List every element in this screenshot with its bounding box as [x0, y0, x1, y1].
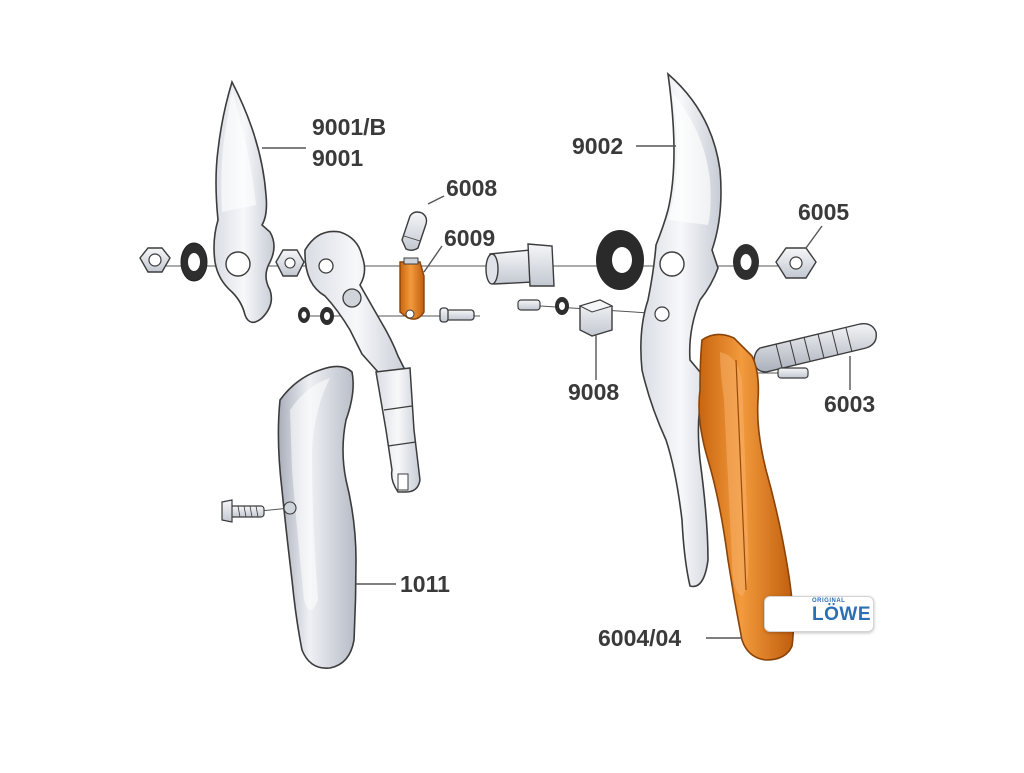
brand-tagline: ORIGINAL	[812, 598, 846, 604]
leader-lines	[262, 145, 851, 639]
small-washer-left	[298, 307, 334, 325]
stop-screw	[517, 297, 569, 315]
label-6003: 6003	[824, 391, 875, 417]
brand-logo-badge	[764, 596, 874, 632]
spring-pin-6008	[401, 211, 428, 251]
spring-screw	[777, 367, 809, 379]
nut-6005	[775, 247, 817, 279]
label-9001b: 9001/B	[312, 114, 386, 140]
label-9002: 9002	[572, 133, 623, 159]
label-9008: 9008	[568, 379, 619, 405]
catch-screw	[439, 307, 475, 323]
left-washer	[180, 242, 208, 282]
handle-cover-1011	[277, 365, 357, 669]
label-9001: 9001	[312, 145, 363, 171]
orange-handle-6004-04	[698, 333, 795, 661]
large-washer	[596, 230, 644, 290]
label-6004-04: 6004/04	[598, 625, 681, 651]
catch-6009	[399, 257, 425, 320]
stop-block-9008	[578, 299, 614, 337]
spring-6003	[753, 322, 877, 373]
right-washer	[733, 244, 759, 280]
label-6009: 6009	[444, 225, 495, 251]
right-blade-9002	[640, 72, 722, 588]
handle-cover-screw	[221, 499, 265, 523]
left-nut	[139, 247, 171, 273]
left-blade-9001	[213, 79, 275, 324]
pivot-bolt	[485, 243, 555, 287]
label-6005: 6005	[798, 199, 849, 225]
brand-name: LÖWE	[812, 604, 871, 625]
center-nut	[275, 249, 305, 277]
left-handle-frame	[304, 230, 421, 493]
label-1011: 1011	[400, 571, 450, 597]
label-6008: 6008	[446, 175, 497, 201]
